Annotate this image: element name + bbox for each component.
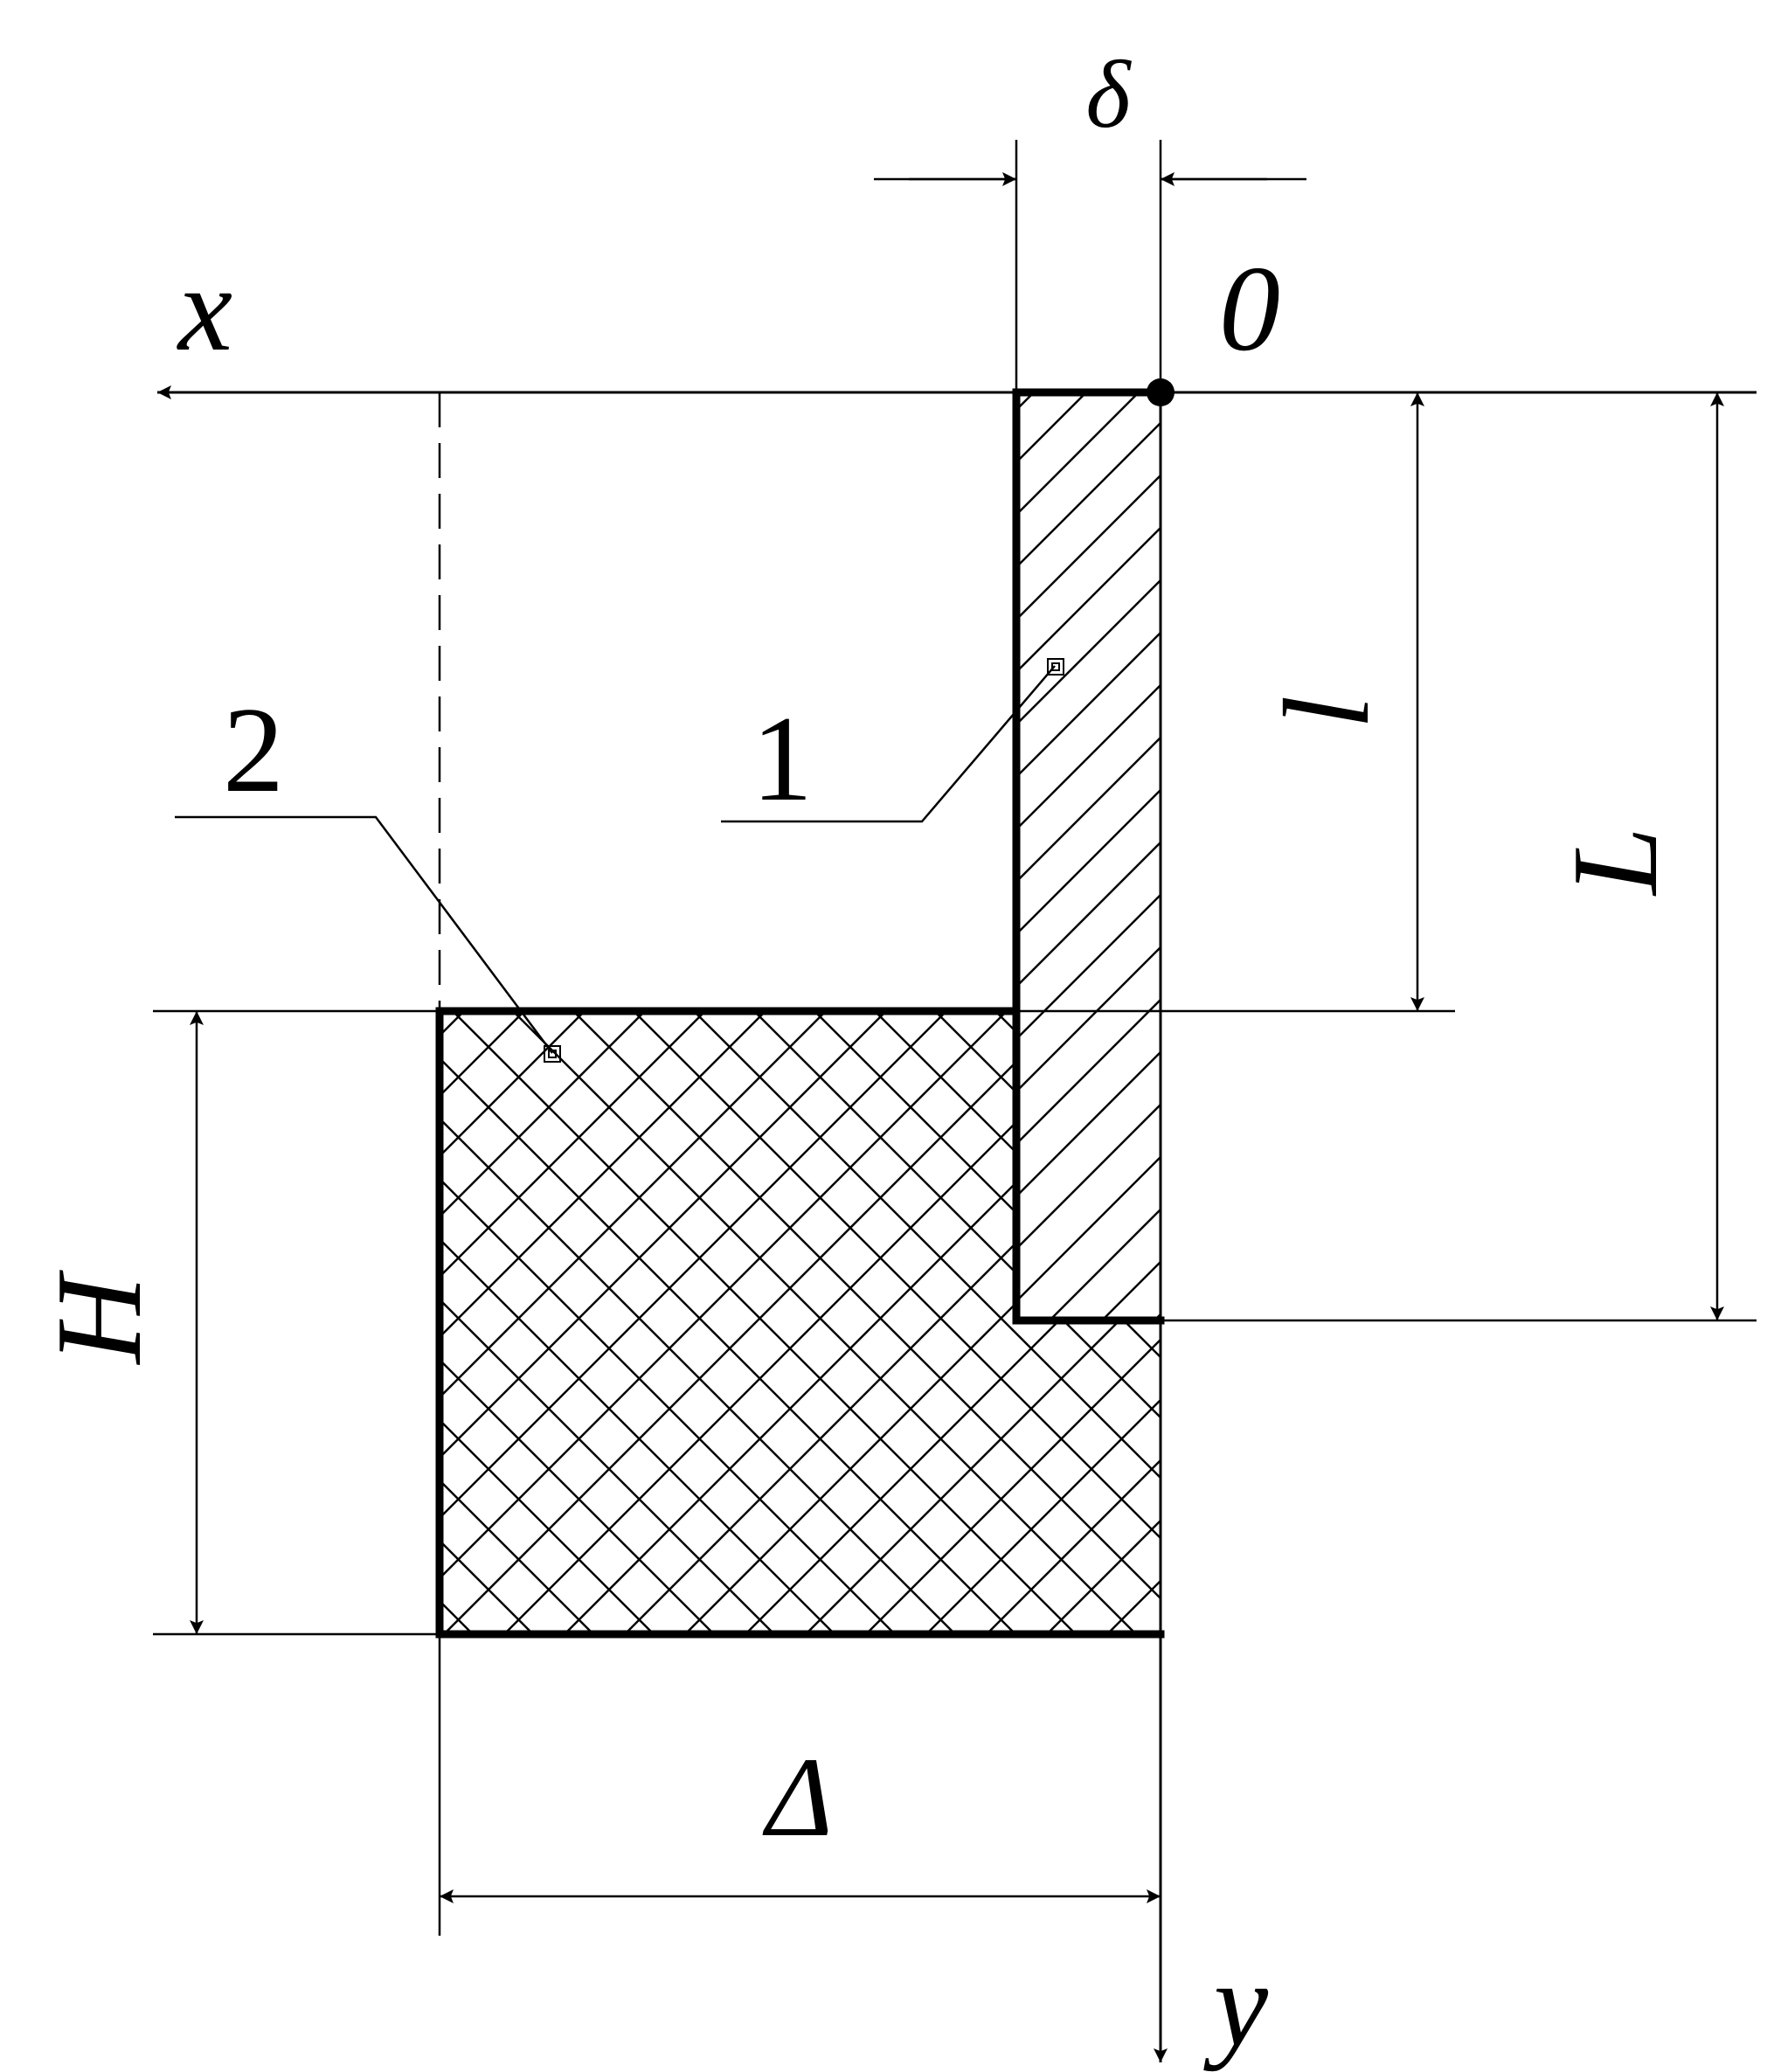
crosshatch-line <box>440 1011 835 1634</box>
label-part-1: 1 <box>752 691 813 827</box>
label-width: Δ <box>762 1735 833 1861</box>
crosshatch-line <box>684 1011 1161 1634</box>
crosshatch-line <box>512 1011 1137 1634</box>
hatch-line <box>1016 579 1161 726</box>
label-x-axis: x <box>177 241 232 377</box>
part-2-crosshatching <box>440 1011 1767 1634</box>
part-1-hatching <box>53 392 1161 1320</box>
crosshatch-line <box>440 1011 655 1634</box>
crosshatch-line <box>1176 1011 1767 1634</box>
crosshatch-line <box>986 1011 1161 1634</box>
leader-marker-2 <box>544 1045 561 1063</box>
extension-lines <box>153 140 1757 1936</box>
hatch-line <box>1016 474 1161 621</box>
origin-point <box>1147 378 1175 406</box>
crosshatch-line <box>572 1011 1161 1634</box>
crosshatch-line <box>440 1011 766 1634</box>
hatch-line <box>53 392 981 1320</box>
hatch-line <box>1016 683 1161 831</box>
crosshatch-line <box>440 1011 715 1634</box>
crosshatch-line <box>1115 1011 1161 1634</box>
leader-part-1 <box>721 665 1056 823</box>
crosshatch-line <box>443 1011 1068 1634</box>
hatch-line <box>1016 788 1161 936</box>
part-1-outline <box>1012 388 1165 1325</box>
crosshatch-line <box>440 1011 586 1634</box>
hatch-line <box>1016 526 1161 674</box>
crosshatch-line <box>925 1011 1161 1634</box>
crosshatch-line <box>1046 1011 1161 1634</box>
crosshatch-line <box>440 1011 1008 1634</box>
crosshatch-line <box>440 1011 896 1634</box>
label-H: H <box>31 1270 167 1366</box>
hatch-line <box>1016 392 1035 412</box>
crosshatch-line <box>874 1011 1161 1634</box>
hatch-line <box>1016 631 1161 779</box>
hatch-line <box>1016 1050 1161 1198</box>
crosshatch-line <box>440 1011 947 1634</box>
crosshatch-line <box>1228 1011 1767 1634</box>
leader-marker-1 <box>1047 658 1064 676</box>
label-delta: δ <box>1085 41 1132 148</box>
crosshatch-line <box>440 1011 887 1634</box>
hatch-line <box>1016 736 1161 884</box>
label-y-axis: y <box>1203 1937 1269 2072</box>
crosshatch-line <box>440 1011 827 1634</box>
crosshatch-line <box>440 1011 1016 1634</box>
crosshatch-line <box>633 1011 1161 1634</box>
part-2-outline <box>435 1007 1165 1639</box>
label-L: L <box>1548 827 1683 897</box>
label-part-2: 2 <box>223 683 284 818</box>
crosshatch-line <box>1106 1011 1161 1634</box>
crosshatch-line <box>440 1011 775 1634</box>
label-l: l <box>1259 696 1395 730</box>
hatch-line <box>1016 1103 1161 1251</box>
crosshatch-line <box>1237 1011 1767 1634</box>
hatch-line <box>1016 1155 1161 1303</box>
hatch-line <box>1016 392 1140 516</box>
hatch-line <box>1016 893 1161 1041</box>
hatch-line <box>1016 421 1161 569</box>
crosshatch-line <box>693 1011 1161 1634</box>
crosshatch-line <box>1168 1011 1767 1634</box>
crosshatch-line <box>452 1011 1077 1634</box>
leader-part-2 <box>175 815 554 1054</box>
crosshatch-line <box>440 1011 594 1634</box>
label-origin: 0 <box>1219 241 1280 377</box>
hatch-line <box>1016 841 1161 988</box>
crosshatch-line <box>440 1011 646 1634</box>
crosshatch-line <box>440 1011 706 1634</box>
crosshatch-line <box>865 1011 1161 1634</box>
crosshatch-line <box>440 1011 956 1634</box>
